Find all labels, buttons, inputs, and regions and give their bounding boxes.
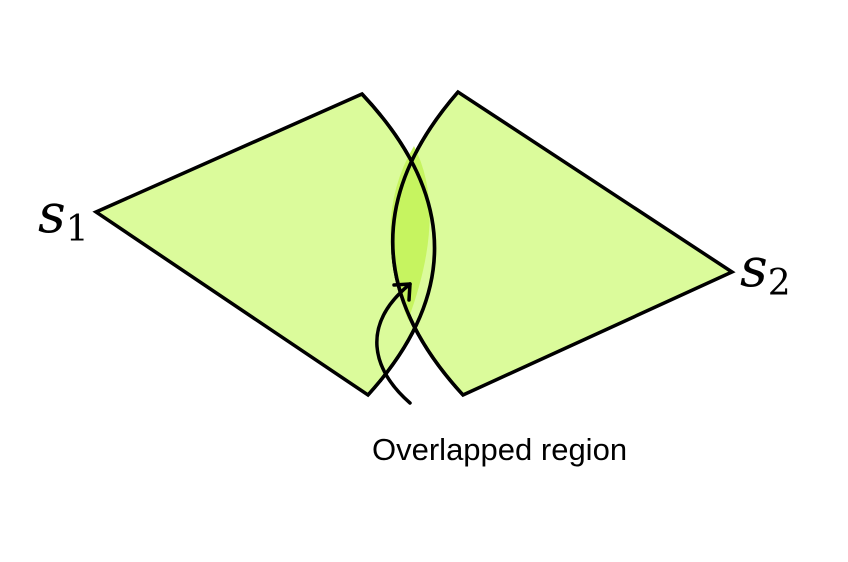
- pointer-arrow: [375, 282, 412, 405]
- overlapped-region-label: Overlapped region: [372, 432, 627, 467]
- sector-s1: [92, 91, 437, 398]
- sector-s1-arc: [360, 92, 437, 397]
- sensor-s1-label: s1: [38, 182, 89, 250]
- sensor-s2-label: s2: [740, 236, 791, 304]
- sector-s2: [391, 89, 736, 398]
- pointer-arrow-head: [392, 282, 412, 302]
- sector-s2-arc: [391, 90, 465, 397]
